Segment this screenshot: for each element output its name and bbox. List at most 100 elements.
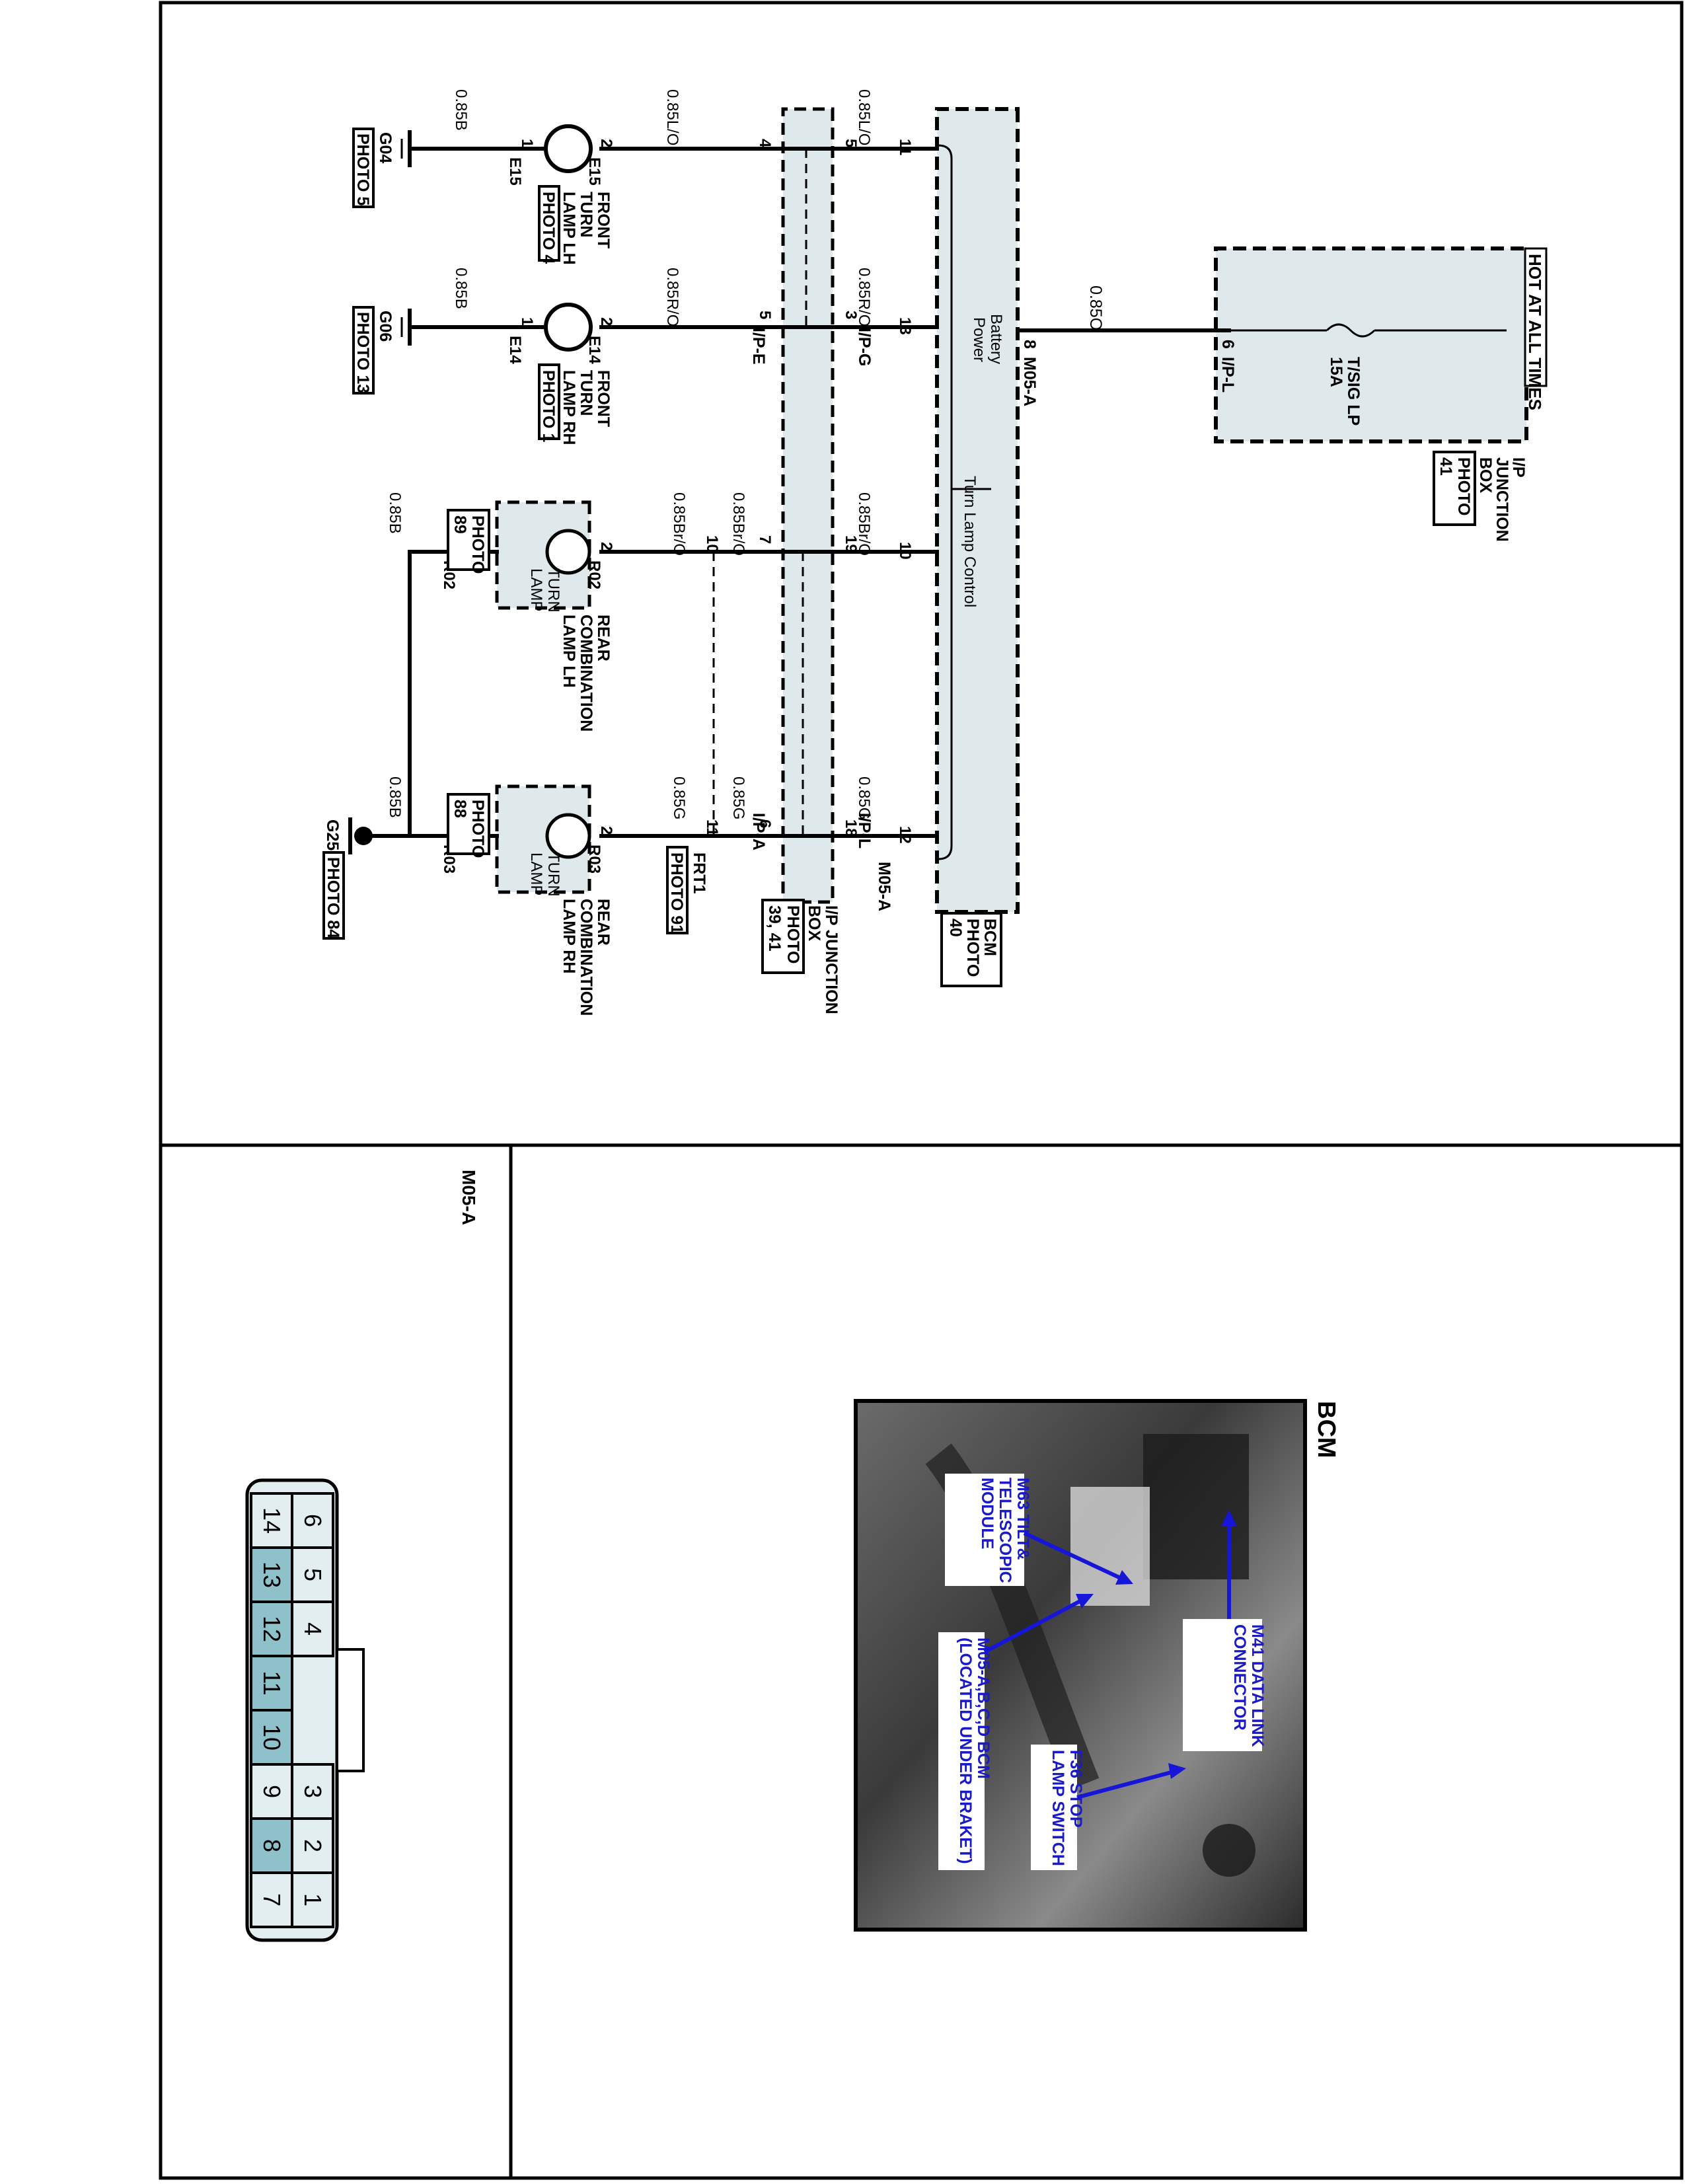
hot-label: HOT AT ALL TIMES [1525,254,1545,410]
ground-wire-label-1: 0.85B [452,89,470,131]
bcm-end-connector: M05-A [875,862,893,911]
photo-panel-title: BCM [1312,1401,1340,1458]
connector-pin-3: 3 [299,1785,326,1798]
bcm-photo-2: PHOTO [963,919,982,977]
ipjb-mid-conn-top-1: I/P-G [855,328,874,366]
frt1-photo: PHOTO 91 [667,852,686,934]
ipjb-top-box [1214,246,1528,443]
connector-pin-cell-6 [291,1492,334,1549]
lamp3-photo-2: 89 [451,515,469,534]
bcm-battery-1: Battery [987,314,1005,364]
connector-pin-10: 10 [258,1724,285,1751]
connector-pin-14: 14 [258,1507,285,1534]
callout-m63: M63 TILT& TELESCOPIC MODULE [945,1474,1133,1586]
ground-1-name: G04 [376,132,394,163]
lamp2-photo-box [538,363,560,440]
feed-wire-label: 0.85O [1086,285,1105,330]
lamp2-pin-b: 1 [518,317,536,326]
rear-lh-bulb [545,529,591,575]
bcm-photo-box [940,912,1002,987]
callout-m05-arrowhead [1076,1594,1094,1608]
callout-m41-2: CONNECTOR [1230,1624,1249,1731]
callout-m41-bg [1183,1619,1262,1751]
callout-m63-bg [945,1474,1024,1586]
ipjb-top-line-2: JUNCTION [1493,457,1511,542]
rear-rh-bulb [545,813,591,859]
connector-pin-8: 8 [258,1839,285,1852]
ipjb-pin-bottom-2: 5 [756,311,774,319]
ipjb-top: HOT AT ALL TIMES I/P JUNCTION BOX PHOTO … [1214,246,1548,542]
circuit-front-rh: 13 0.85R/O 3 5 0.85R/O 2 E14 1 E14 FRONT… [352,268,939,445]
callout-f36-2: LAMP SWITCH [1049,1750,1067,1866]
lamp3-inner-1: TURN [544,568,562,613]
ipjb-mid-box [781,107,835,904]
ipjb-mid-conn-bottom-1: I/P-E [749,328,768,365]
lamp4-line-2: COMBINATION [577,899,595,1016]
ground-wire-label-2: 0.85B [452,268,470,309]
connector-pin-cell-9 [250,1763,293,1820]
ipjb-top-photo: PHOTO [1454,457,1473,515]
ipjb-top-line-1: I/P [1509,457,1528,478]
ipjb-mid: I/P-L I/P-A I/P-G I/P-E I/P JUNCTION BOX… [749,107,874,1014]
ground-wire-label-3: 0.85B [386,492,404,534]
connector-latch [336,1648,365,1772]
ground-2-photo-box [352,306,375,395]
wire-label-ipjb-2: 0.85R/O [663,268,681,326]
ipjb-pin-top-2: 3 [842,311,860,319]
connector-pin-1: 1 [299,1893,326,1906]
connector-pin-6: 6 [299,1514,326,1527]
connector-pin-12: 12 [258,1616,285,1642]
circuit-rear-lh: 10 0.85Br/O 19 7 0.85Br/O 10 0.85Br/O 2 … [386,492,939,838]
lamp4-pin-a: 2 [597,826,615,835]
ipjb-mid-photo-1: PHOTO [784,905,802,963]
ground-2-name: G06 [376,311,394,342]
connector-pin-cell-7 [250,1871,293,1928]
bcm-battery-2: Power [970,317,988,362]
callout-m05-arrow [983,1597,1085,1654]
lamp4-inner-2: LAMP [527,852,545,895]
lamp4-line-3: LAMP RH [560,899,578,973]
lamp3-line-2: COMBINATION [577,615,595,732]
lamp3-line-1: REAR [594,615,613,661]
lamp3-photo-1: PHOTO [468,515,487,574]
circuit-rear-rh: 12 0.85G 18 6 0.85G 11 0.85G FRT1 PHOTO … [322,776,939,1016]
callout-f36-bg [1031,1745,1077,1870]
lamp1-pin-b: 1 [518,139,536,147]
wire-label-ipjb-1: 0.85L/O [663,89,681,145]
lamp2-photo: PHOTO 1 [539,370,558,442]
ipjb-pin-top-1: 5 [842,139,860,147]
lamp4-photo-2: 88 [451,800,469,818]
ipjb-pin-bottom-4: 6 [756,819,774,828]
callout-m05-1: M05-A,B,C,D BCM [974,1638,992,1779]
bcm: 8 M05-A Battery Power Turn Lamp Control … [875,107,1039,987]
lamp4-photo-1: PHOTO [468,800,487,858]
lamp4-inner-1: TURN [544,852,562,897]
callout-m63-arrow [1023,1531,1125,1581]
bcm-turn-label: Turn Lamp Control [961,476,979,607]
wire-label-bcm-4: 0.85G [855,776,873,819]
lamp2-line-2: TURN [577,370,595,416]
lamp3-line-3: LAMP LH [560,615,578,688]
lamp4-photo-box [447,793,490,855]
ground-2-photo: PHOTO 13 [354,312,372,393]
lamp2-conn-b: E14 [506,336,524,364]
bcm-pin-3: 10 [896,542,914,560]
ground-1-photo: PHOTO 5 [354,133,372,206]
photo-knob [1203,1824,1255,1877]
lamp1-photo-box [538,185,560,262]
lamp1-pin-a: 2 [597,139,615,147]
wire-label-bcm-1: 0.85L/O [855,89,873,145]
front-lh-bulb [544,124,593,173]
callout-f36: F36 STOP LAMP SWITCH [1031,1745,1186,1870]
lamp2-pin-a: 2 [597,317,615,326]
connector-pin-cell-10 [250,1709,293,1766]
ground-3-name: G25 [323,819,342,850]
bcm-pin-2: 13 [896,317,914,335]
bcm-photo-3: 40 [946,919,965,937]
ground-bus [408,550,425,838]
lamp3-photo-box [447,509,490,571]
ipjb-pin-bottom-3: 7 [756,535,774,544]
ground-3-dot [354,827,373,845]
callout-f36-1: F36 STOP [1067,1750,1085,1828]
